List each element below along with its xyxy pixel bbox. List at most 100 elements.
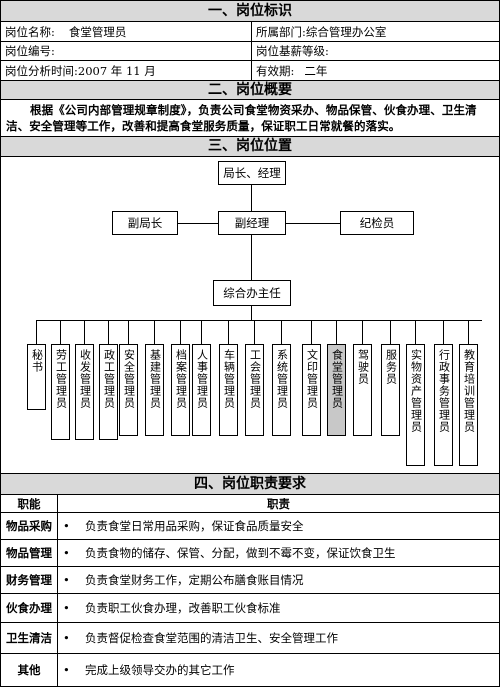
- section-title: 二、岗位概要: [208, 82, 292, 98]
- org-mid-label: 纪检员: [359, 216, 395, 230]
- org-unit-label: 收发管理员: [78, 349, 92, 409]
- duty-text: 完成上级领导交办的其它工作: [85, 663, 235, 677]
- org-unit-label: 政工管理员: [102, 349, 116, 409]
- org-unit-box: 教育培训管理员: [459, 344, 478, 466]
- duty-row: 财务管理 • 负责食堂财务工作，定期公布膳食账目情况: [0, 567, 500, 594]
- org-unit-box: 收发管理员: [75, 344, 94, 440]
- bullet-icon: •: [63, 601, 70, 615]
- org-top-label: 局长、经理: [223, 166, 281, 180]
- duty-text: 负责食堂日常用品采购，保证食品质量安全: [85, 519, 304, 533]
- org-unit-label: 工会管理员: [248, 349, 262, 409]
- dept-value: 综合管理办公室: [305, 24, 387, 39]
- section-title: 四、岗位职责要求: [194, 476, 306, 492]
- post-code-label: 岗位编号:: [5, 44, 55, 58]
- duty-text: 负责食堂财务工作，定期公布膳食账目情况: [85, 573, 304, 587]
- valid-cell: 有效期: 二年: [252, 61, 500, 80]
- duty-role: 物品管理: [6, 546, 52, 560]
- org-mid-box-1: 副局长: [112, 211, 178, 235]
- post-name-cell: 岗位名称: 食堂管理员: [1, 22, 251, 41]
- org-unit-box: 秘书: [27, 344, 46, 410]
- org-unit-label: 人事管理员: [195, 349, 209, 409]
- org-unit-label: 实物资产管理员: [409, 349, 423, 433]
- org-unit-box: 食堂管理员: [327, 344, 346, 436]
- org-unit-label: 行政事务管理员: [437, 349, 451, 433]
- org-unit-box: 政工管理员: [99, 344, 118, 440]
- org-unit-box: 行政事务管理员: [434, 344, 453, 466]
- summary-row: 根据《公司内部管理规章制度》，负责公司食堂物资采办、物品保管、伙食办理、卫生清洁…: [0, 100, 500, 137]
- bullet-icon: •: [63, 573, 70, 587]
- bullet-icon: •: [63, 546, 70, 560]
- valid-value: 二年: [304, 63, 328, 78]
- post-name-label: 岗位名称:: [5, 24, 55, 39]
- org-unit-box: 服务员: [381, 344, 400, 436]
- analysis-time-value: 2007 年 11 月: [77, 63, 156, 78]
- duty-row: 其他 • 完成上级领导交办的其它工作: [0, 654, 500, 687]
- duty-row: 卫生清洁 • 负责督促检查食堂范围的清洁卫生、安全管理工作: [0, 623, 500, 654]
- org-unit-label: 服务员: [384, 349, 398, 385]
- org-unit-label: 食堂管理员: [330, 349, 344, 409]
- section-header-position: 三、岗位位置: [0, 137, 500, 157]
- org-office-label: 综合办主任: [223, 286, 281, 300]
- org-unit-box: 档案管理员: [171, 344, 190, 436]
- org-mid-box-3: 纪检员: [340, 211, 414, 235]
- org-unit-box: 驾驶员: [353, 344, 372, 436]
- org-unit-box: 车辆管理员: [219, 344, 238, 436]
- org-unit-box: 工会管理员: [245, 344, 264, 436]
- analysis-time-cell: 岗位分析时间: 2007 年 11 月: [1, 61, 251, 80]
- org-unit-box: 实物资产管理员: [406, 344, 425, 466]
- bullet-icon: •: [63, 631, 70, 645]
- salary-cell: 岗位基薪等级:: [252, 42, 500, 60]
- valid-label: 有效期:: [256, 63, 295, 78]
- dept-label: 所属部门:: [256, 24, 306, 39]
- duty-row: 伙食办理 • 负责职工伙食办理，改善职工伙食标准: [0, 594, 500, 623]
- duty-role: 伙食办理: [6, 601, 52, 615]
- duty-role: 其他: [17, 663, 41, 677]
- section-header-identity: 一、岗位标识: [0, 0, 500, 22]
- duty-text-cell: • 负责食堂日常用品采购，保证食品质量安全: [63, 513, 304, 539]
- org-mid-label: 副经理: [234, 216, 270, 230]
- post-name-value: 食堂管理员: [68, 24, 127, 39]
- org-unit-box: 安全管理员: [119, 344, 138, 436]
- duties-col-duty: 职责: [267, 496, 290, 511]
- org-unit-label: 秘书: [30, 349, 44, 373]
- org-mid-box-2: 副经理: [218, 211, 286, 235]
- org-unit-box: 劳工管理员: [51, 344, 70, 440]
- org-unit-label: 驾驶员: [356, 349, 370, 385]
- org-unit-label: 文印管理员: [305, 349, 319, 409]
- org-unit-label: 教育培训管理员: [462, 349, 476, 433]
- identity-row-1: 岗位名称: 食堂管理员 所属部门: 综合管理办公室: [0, 22, 500, 42]
- identity-row-2: 岗位编号: 岗位基薪等级:: [0, 42, 500, 61]
- duties-col-role: 职能: [17, 496, 41, 511]
- org-unit-label: 劳工管理员: [54, 349, 68, 409]
- section-header-summary: 二、岗位概要: [0, 81, 500, 100]
- section-header-duties: 四、岗位职责要求: [0, 473, 500, 495]
- bullet-icon: •: [63, 519, 70, 533]
- org-unit-box: 文印管理员: [302, 344, 321, 436]
- duty-text-cell: • 负责食物的储存、保管、分配，做到不霉不变，保证饮食卫生: [63, 540, 396, 566]
- salary-label: 岗位基薪等级:: [256, 44, 329, 58]
- org-unit-label: 系统管理员: [275, 349, 289, 409]
- org-unit-box: 基建管理员: [145, 344, 164, 436]
- duty-text-cell: • 负责督促检查食堂范围的清洁卫生、安全管理工作: [63, 623, 338, 653]
- duty-role: 财务管理: [6, 573, 52, 587]
- bullet-icon: •: [63, 663, 70, 677]
- duty-role: 物品采购: [6, 519, 52, 533]
- duty-row: 物品管理 • 负责食物的储存、保管、分配，做到不霉不变，保证饮食卫生: [0, 540, 500, 567]
- duty-role: 卫生清洁: [6, 631, 52, 645]
- duty-text: 负责督促检查食堂范围的清洁卫生、安全管理工作: [85, 631, 338, 645]
- org-unit-label: 基建管理员: [148, 349, 162, 409]
- section-title: 三、岗位位置: [208, 138, 292, 154]
- org-unit-label: 安全管理员: [122, 349, 136, 409]
- duty-text-cell: • 负责职工伙食办理，改善职工伙食标准: [63, 594, 281, 622]
- analysis-time-label: 岗位分析时间:: [5, 63, 78, 78]
- duty-text: 负责食物的储存、保管、分配，做到不霉不变，保证饮食卫生: [85, 546, 396, 560]
- org-top-box: 局长、经理: [218, 161, 286, 185]
- identity-row-3: 岗位分析时间: 2007 年 11 月 有效期: 二年: [0, 61, 500, 81]
- duty-text: 负责职工伙食办理，改善职工伙食标准: [85, 601, 281, 615]
- duty-row: 物品采购 • 负责食堂日常用品采购，保证食品质量安全: [0, 513, 500, 540]
- org-mid-label: 副局长: [127, 216, 163, 230]
- duty-text-cell: • 负责食堂财务工作，定期公布膳食账目情况: [63, 567, 304, 593]
- dept-cell: 所属部门: 综合管理办公室: [252, 22, 500, 41]
- duties-header-row: 职能 职责: [0, 495, 500, 513]
- org-unit-box: 系统管理员: [272, 344, 291, 436]
